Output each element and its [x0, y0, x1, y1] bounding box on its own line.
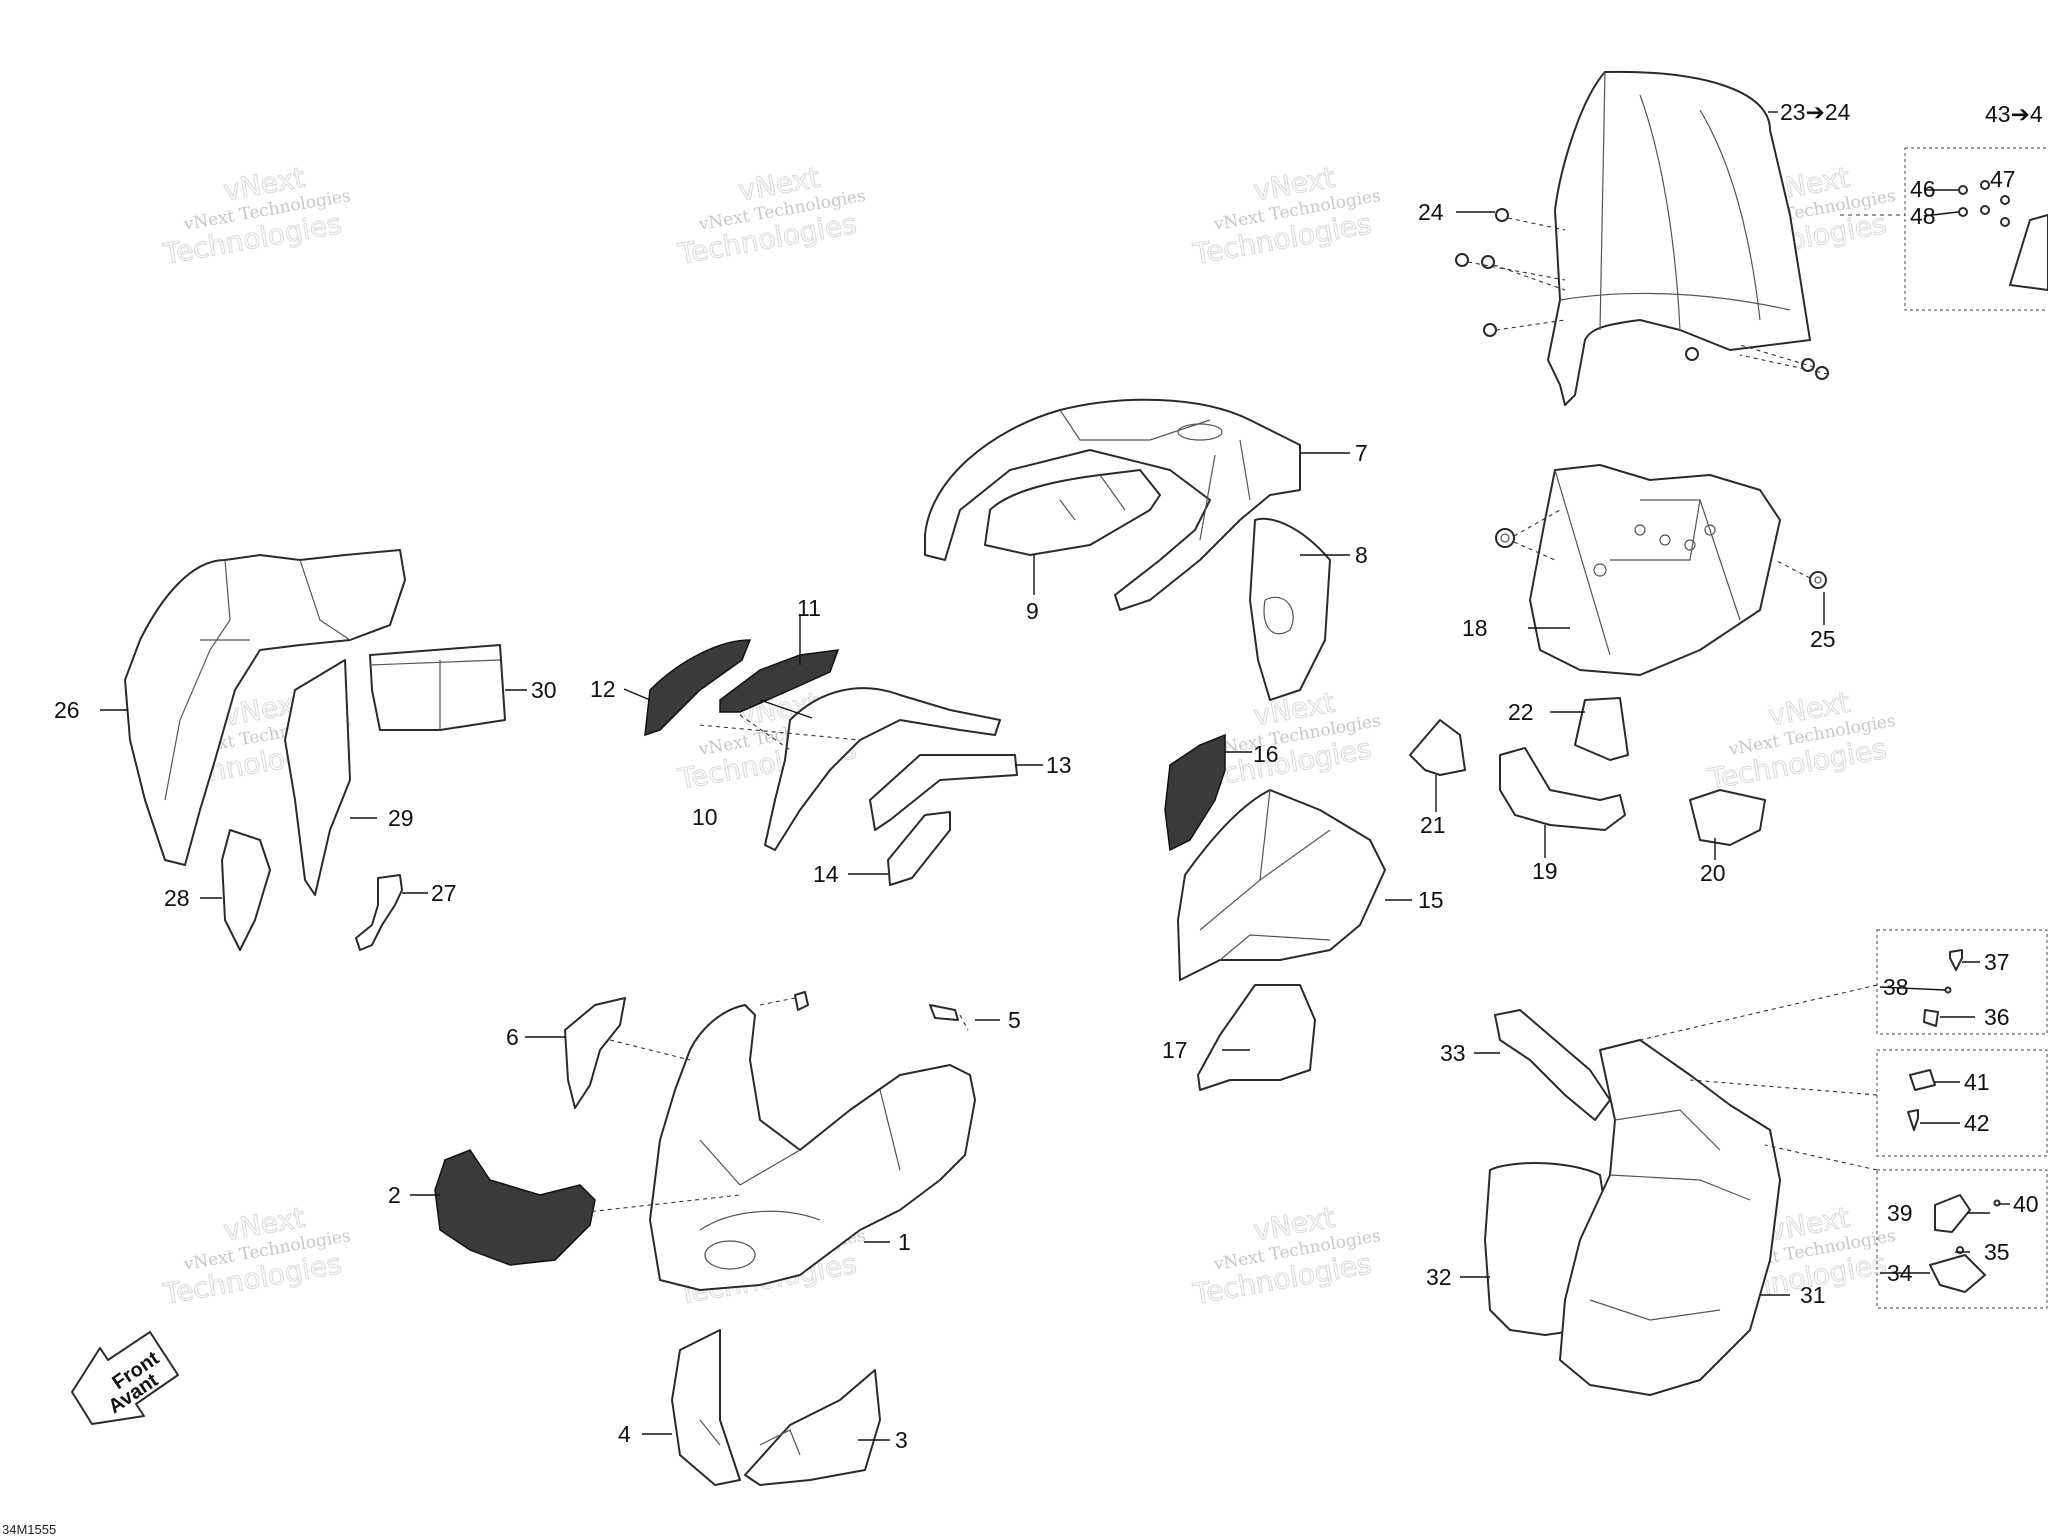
- callout-34: 34: [1887, 1260, 1913, 1286]
- watermark: vNext Technologies vNext Technologies: [160, 160, 353, 271]
- part-3-panel: [744, 1369, 881, 1486]
- part-10-bracket: [699, 687, 1001, 851]
- callout-15: 15: [1418, 887, 1444, 913]
- callout-36: 36: [1984, 1004, 2010, 1030]
- callout-7: 7: [1355, 440, 1368, 466]
- callout-14: 14: [813, 861, 839, 887]
- front-direction-arrow: Front Avant: [71, 1331, 179, 1425]
- callout-24: 24: [1418, 199, 1444, 225]
- part-20-bracket: [1689, 789, 1766, 846]
- part-25-grommets: [1495, 509, 1827, 589]
- callout-27: 27: [431, 880, 457, 906]
- callout-40: 40: [2013, 1191, 2039, 1217]
- part-7-console: [924, 398, 1301, 611]
- callout-47: 47: [1990, 166, 2016, 192]
- callout-17: 17: [1162, 1037, 1188, 1063]
- parts-box-41-42: [1689, 1049, 2048, 1157]
- callout-18: 18: [1462, 615, 1488, 641]
- part-30-panel: [369, 644, 506, 731]
- drawing-code: 34M1555: [2, 1522, 56, 1536]
- callout-6: 6: [506, 1024, 519, 1050]
- callout-11: 11: [797, 595, 821, 621]
- callout-35: 35: [1984, 1239, 2010, 1265]
- callout-38: 38: [1883, 974, 1909, 1000]
- watermark: vNext Technologies vNext Technologies: [1190, 160, 1383, 271]
- callout-25: 25: [1810, 626, 1836, 652]
- part-11-mesh: [719, 649, 840, 713]
- callout-16: 16: [1253, 741, 1279, 767]
- callout-41: 41: [1964, 1069, 1990, 1095]
- watermark: vNext Technologies vNext Technologies: [1705, 685, 1898, 796]
- callout-33: 33: [1440, 1040, 1466, 1066]
- parts-box-43-48: [1840, 147, 2048, 311]
- part-9-panel: [984, 469, 1161, 556]
- callout-1: 1: [898, 1229, 911, 1255]
- callout-28: 28: [164, 885, 190, 911]
- part-24-screws: [1455, 208, 1829, 380]
- callout-32: 32: [1426, 1264, 1452, 1290]
- callout-21: 21: [1420, 812, 1446, 838]
- callout-8: 8: [1355, 542, 1368, 568]
- callout-9: 9: [1026, 598, 1039, 624]
- callout-30: 30: [531, 677, 557, 703]
- callout-23: 23➔24: [1780, 99, 1851, 125]
- part-14-trim: [887, 811, 951, 886]
- callout-39: 39: [1887, 1200, 1913, 1226]
- part-26-side-panel: [124, 549, 406, 866]
- callout-37: 37: [1984, 949, 2010, 975]
- callout-20: 20: [1700, 860, 1726, 886]
- part-21-bracket: [1409, 719, 1466, 776]
- part-12-mesh: [644, 639, 752, 737]
- callout-13: 13: [1046, 752, 1072, 778]
- callout-22: 22: [1508, 699, 1534, 725]
- callout-42: 42: [1964, 1110, 1990, 1136]
- part-13-trim: [869, 754, 1018, 831]
- leader-lines: [100, 111, 2010, 1441]
- part-6-bracket: [564, 997, 691, 1109]
- part-31-fairing: [1559, 1039, 1781, 1396]
- part-27-bracket: [355, 874, 403, 951]
- callout-2: 2: [388, 1182, 401, 1208]
- part-33-trim: [1494, 1009, 1611, 1121]
- callout-26: 26: [54, 697, 80, 723]
- part-28-panel: [221, 829, 271, 951]
- part-16-mesh: [1164, 733, 1226, 852]
- part-22-block: [1574, 697, 1629, 761]
- callout-48: 48: [1910, 203, 1936, 229]
- callout-29: 29: [388, 805, 414, 831]
- part-5-clips: [759, 991, 969, 1031]
- part-17-panel: [1197, 984, 1316, 1091]
- part-1-front-fascia: [649, 1004, 976, 1291]
- callout-12: 12: [590, 676, 616, 702]
- callout-5: 5: [1008, 1007, 1021, 1033]
- callout-3: 3: [895, 1427, 908, 1453]
- part-4-panel: [671, 1329, 741, 1486]
- callout-31: 31: [1800, 1282, 1826, 1308]
- part-8-panel: [1249, 517, 1331, 701]
- part-15-panel: [1177, 789, 1386, 981]
- part-23-windshield: [1547, 70, 1811, 406]
- part-2-grille: [434, 1149, 741, 1266]
- callout-labels: 1 2 3 4 5 6 7 8 9 10 11 12 13 14 15 16 1…: [54, 99, 2043, 1453]
- callout-19: 19: [1532, 858, 1558, 884]
- watermark: vNext Technologies vNext Technologies: [675, 160, 868, 271]
- part-19-trim: [1499, 747, 1626, 831]
- callout-4: 4: [618, 1421, 631, 1447]
- callout-46: 46: [1910, 176, 1936, 202]
- callout-43: 43➔4: [1985, 101, 2043, 127]
- watermark: vNext Technologies vNext Technologies: [160, 1200, 353, 1311]
- callout-10: 10: [692, 804, 718, 830]
- watermark: vNext Technologies vNext Technologies: [1190, 1200, 1383, 1311]
- part-18-housing: [1529, 464, 1781, 676]
- part-29-strip: [284, 659, 351, 896]
- parts-box-36-38: [1639, 929, 2048, 1041]
